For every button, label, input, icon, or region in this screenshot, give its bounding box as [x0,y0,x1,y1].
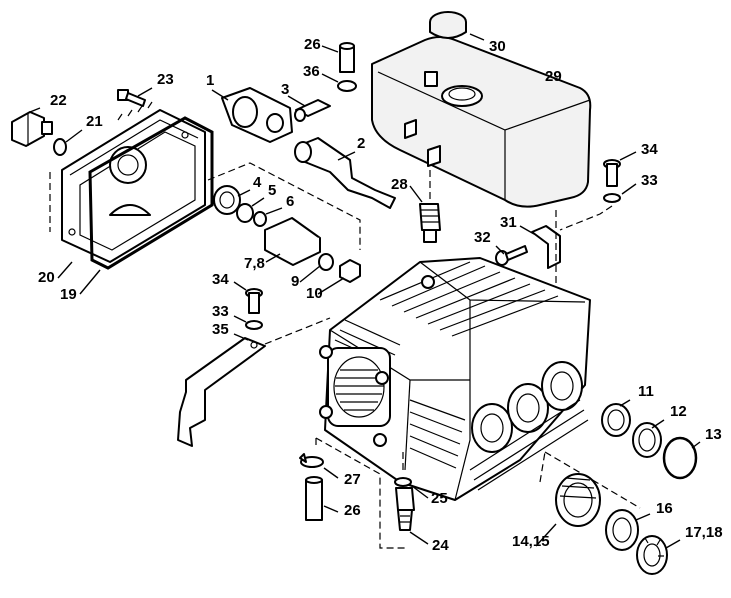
support-bracket [177,333,266,447]
callout-24: 24 [432,537,449,554]
callout-11: 11 [638,383,654,400]
callout-6: 6 [286,193,294,210]
callout-7-8: 7,8 [244,255,265,272]
callout-34: 34 [641,141,658,158]
lock-washer-left [245,320,263,330]
eccentric-bearing [211,87,293,143]
mounting-bracket [519,225,561,269]
callout-2: 2 [357,135,365,152]
callout-20: 20 [38,269,55,286]
seal-11 [601,399,631,437]
callout-10: 10 [306,285,323,302]
connecting-pin [287,95,331,122]
leader-drain [315,437,405,549]
callout-5: 5 [268,182,276,199]
drain-plug [11,107,53,147]
drain-hose [305,476,339,521]
callout-26: 26 [344,502,361,519]
callout-16: 16 [656,500,673,517]
callout-4: 4 [253,174,262,191]
reservoir-fitting [409,185,441,243]
drain-clamp [299,453,339,479]
leader-25 [411,485,429,499]
leader-13 [691,441,701,449]
callout-14-15: 14,15 [512,533,550,550]
callout-35: 35 [212,321,229,338]
vent-hose [321,42,355,73]
leaders-9-10 [299,265,345,295]
leader-33-right [621,183,637,195]
callout-23: 23 [157,71,174,88]
callout-3: 3 [281,81,289,98]
callout-26: 26 [304,36,321,53]
leader-bracket [555,205,613,300]
leader-21 [65,129,83,143]
o-ring-large [236,203,254,223]
o-ring-small [253,211,267,227]
oil-reservoir [371,36,592,208]
drain-fitting [395,487,429,545]
valve-16 [605,509,651,551]
callout-21: 21 [86,113,103,130]
callout-33: 33 [641,172,658,189]
callout-32: 32 [474,229,491,246]
callout-27: 27 [344,471,361,488]
callout-33: 33 [212,303,229,320]
callout-22: 22 [50,92,67,109]
leader-seals [539,451,641,509]
callout-13: 13 [705,426,722,443]
valve-cap-17-18 [636,535,681,575]
bracket-screw [495,245,528,266]
callout-25: 25 [431,490,448,507]
fitting-o-ring [394,477,412,487]
callout-28: 28 [391,176,408,193]
reservoir-cap [429,11,485,41]
leaders-4-6 [237,189,283,215]
cover-screw [117,87,153,107]
bolt-right [603,151,637,187]
callout-34: 34 [212,271,229,288]
leader-7-8 [265,253,281,263]
lock-washer-right [603,193,621,203]
nut-10 [339,259,361,283]
pump-body [319,257,591,501]
callout-9: 9 [291,273,299,290]
callout-17-18: 17,18 [685,524,723,541]
leader-bracket-left [264,317,331,345]
cover-gasket [88,116,214,270]
washer-9 [318,253,334,271]
callout-36: 36 [303,63,320,80]
leader-33-left [233,315,247,323]
plunger-shaft [294,137,396,209]
o-ring-13 [662,436,698,480]
callout-12: 12 [670,403,687,420]
callout-31: 31 [500,214,517,231]
callout-29: 29 [545,68,562,85]
leader-19-20 [57,261,101,295]
leader-drive-axis [207,162,361,250]
seal-12 [632,419,665,458]
pump-cover [61,101,206,263]
callout-1: 1 [206,72,214,89]
bolt-left [233,281,263,314]
hose-clamp [321,73,357,92]
plug-washer [53,138,67,156]
plunger-sleeve [264,217,321,266]
valve-seat-14-15 [535,473,601,547]
callout-30: 30 [489,38,506,55]
callout-19: 19 [60,286,77,303]
seal-ring [213,185,241,215]
